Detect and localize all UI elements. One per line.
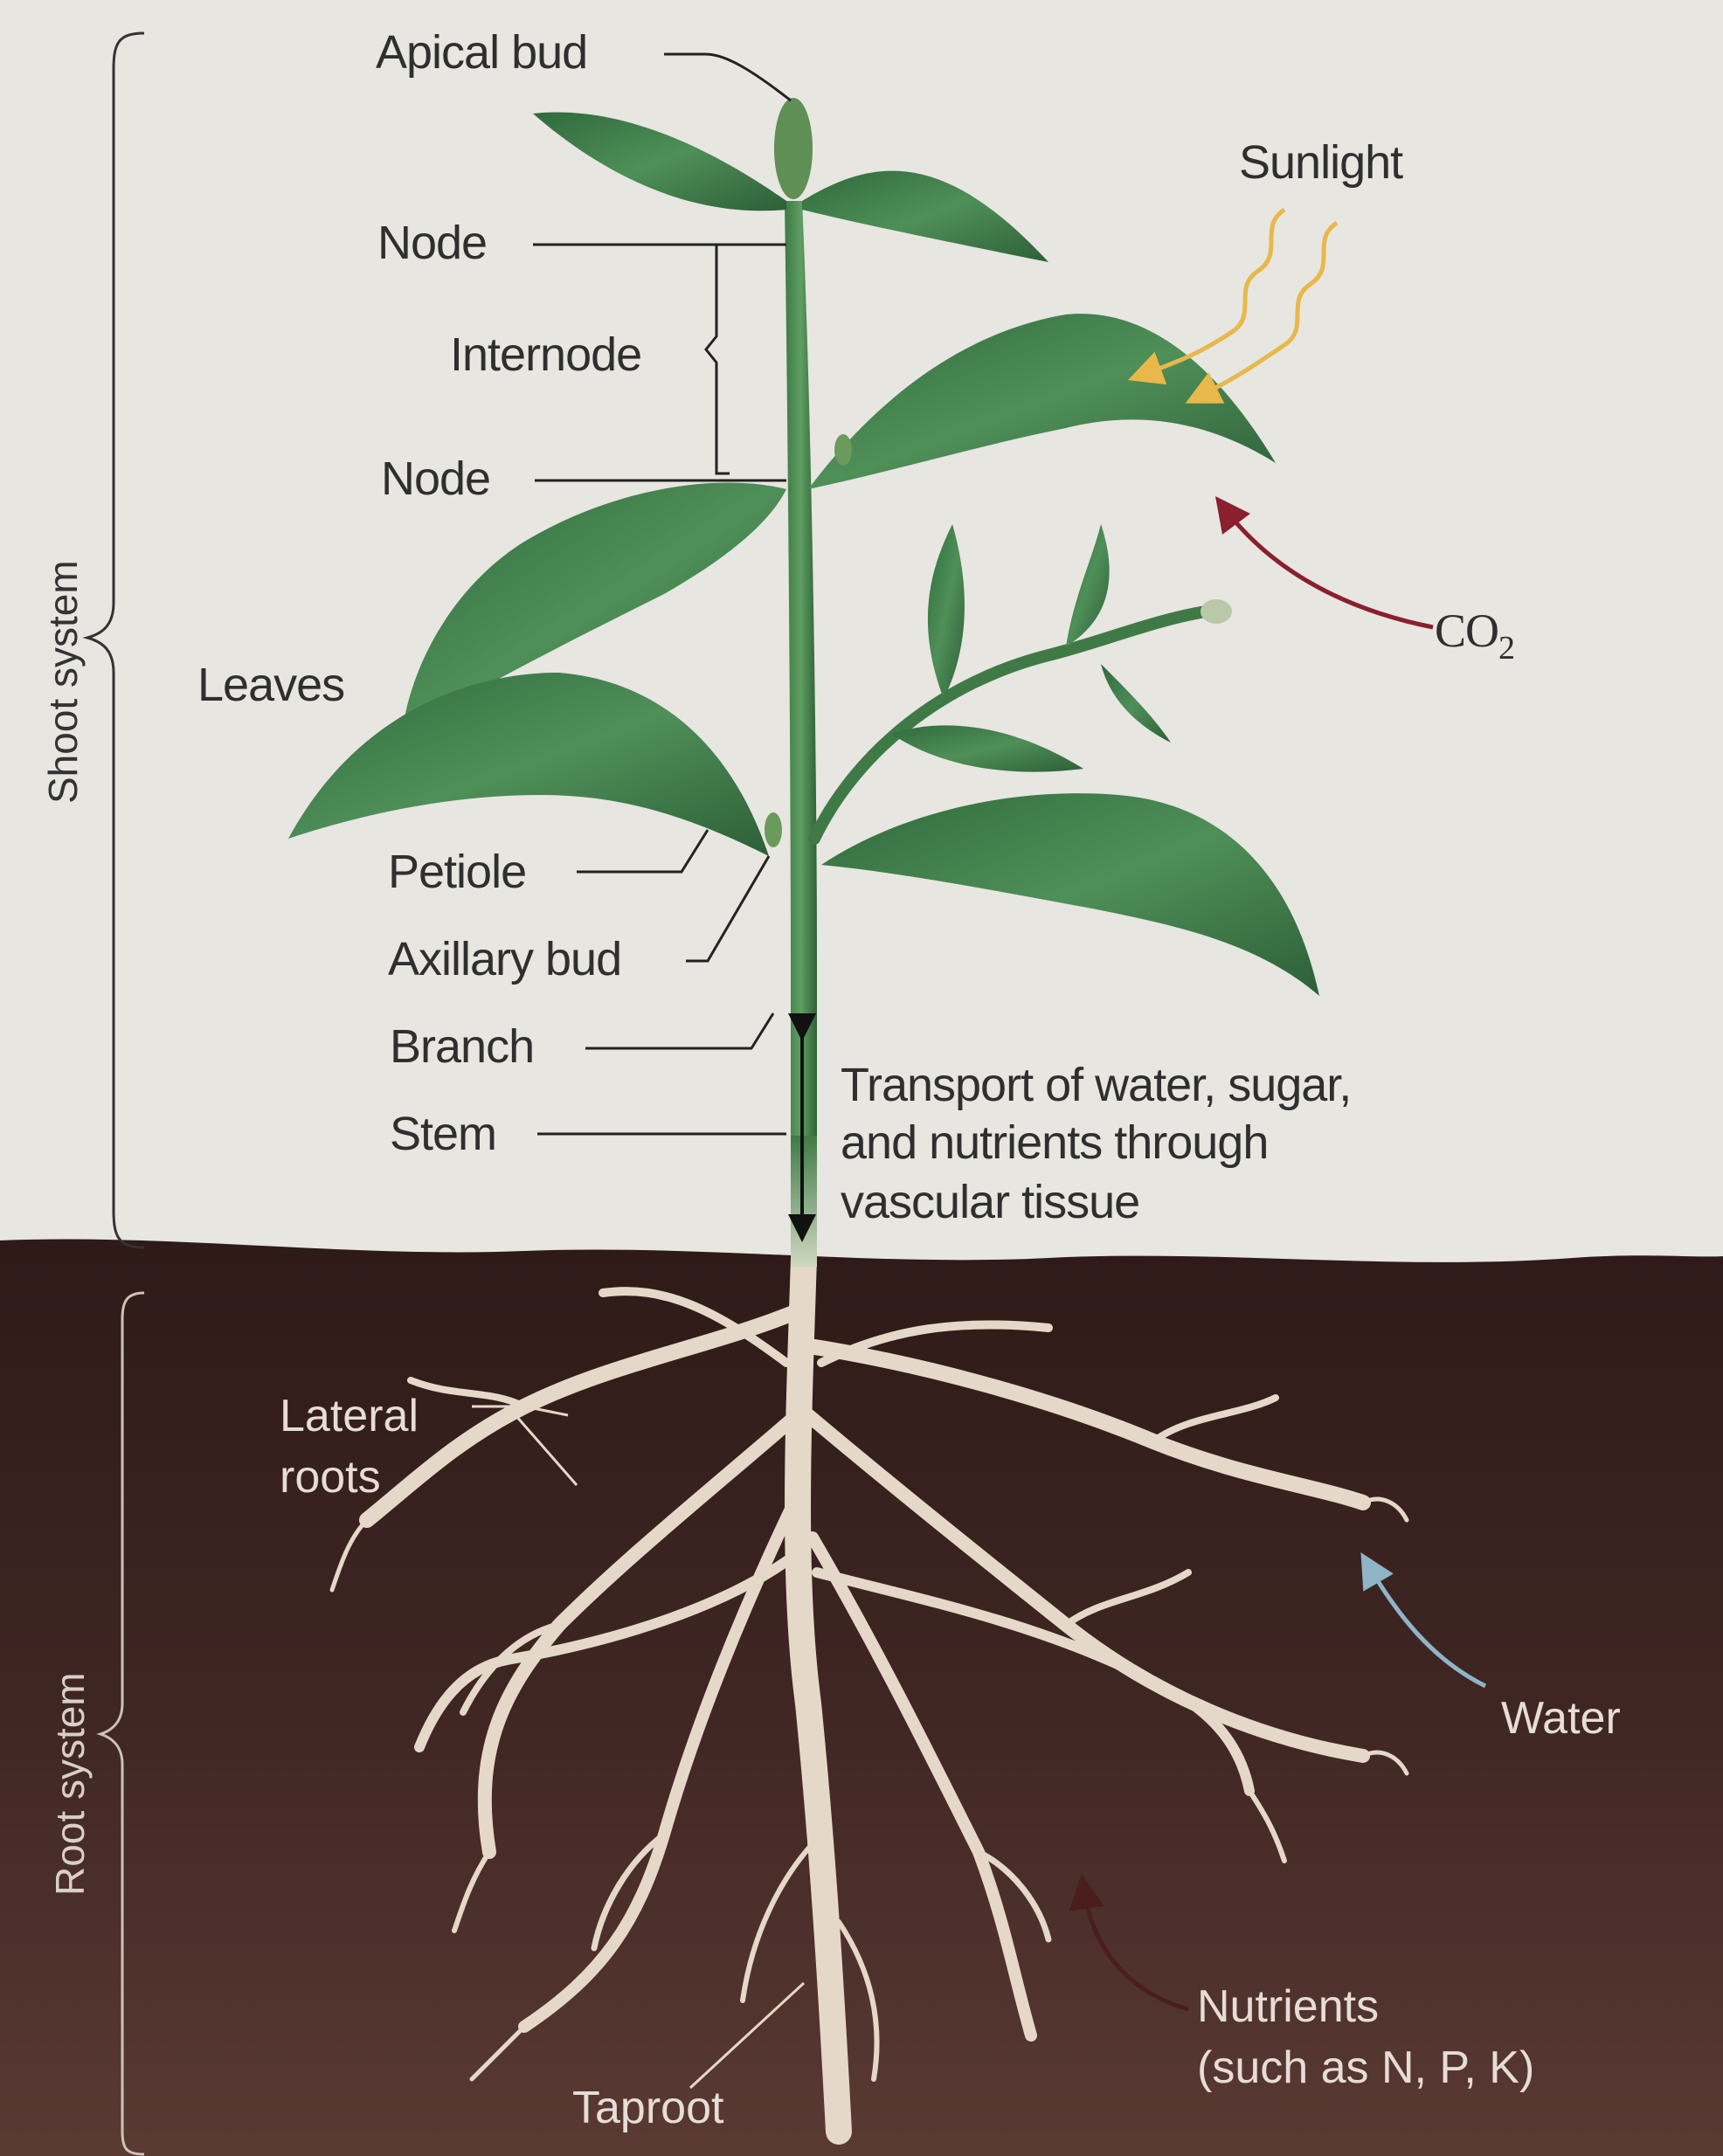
taproot-label: Taproot <box>572 2083 724 2133</box>
co2-arrow <box>1214 496 1434 630</box>
internode-label: Internode <box>450 328 641 381</box>
petiole-label: Petiole <box>388 846 526 898</box>
svg-text:and nutrients through: and nutrients through <box>841 1116 1268 1169</box>
node-top-label: Node <box>377 217 487 269</box>
root-system-brace <box>96 1291 145 2156</box>
branch-drawing <box>808 605 1212 845</box>
water-arrow <box>1360 1552 1487 1689</box>
svg-text:Nutrients: Nutrients <box>1197 1981 1379 2032</box>
branch-tip-bud <box>1201 599 1232 624</box>
leaves-label: Leaves <box>197 659 344 711</box>
leader-lines <box>533 52 792 1136</box>
branch-label: Branch <box>390 1020 534 1073</box>
axillary-bud-label: Axillary bud <box>388 933 621 985</box>
nutrients-label: Nutrients (such as N, P, K) <box>1197 1981 1534 2093</box>
shoot-system-label: Shoot system <box>40 560 86 804</box>
sunlight-arrows <box>1127 207 1339 404</box>
lateral-roots-label: Lateral roots <box>280 1391 419 1503</box>
stem-label: Stem <box>390 1108 496 1160</box>
node-bottom-label: Node <box>381 453 490 505</box>
apical-bud-label: Apical bud <box>376 26 587 79</box>
root-system-drawing <box>329 1245 1409 2145</box>
svg-text:(such as N, P, K): (such as N, P, K) <box>1197 2042 1534 2093</box>
svg-text:roots: roots <box>280 1452 381 1503</box>
co2-label: CO2 <box>1435 605 1514 667</box>
svg-text:Lateral: Lateral <box>280 1391 419 1441</box>
nutrients-arrow <box>1069 1874 1189 2012</box>
svg-text:Transport of water, sugar,: Transport of water, sugar, <box>841 1059 1351 1111</box>
stem-drawing <box>785 201 817 1258</box>
water-label: Water <box>1501 1693 1621 1744</box>
root-leader-lines <box>472 1405 806 2090</box>
sunlight-label: Sunlight <box>1239 136 1403 189</box>
soil <box>0 1239 1723 2156</box>
svg-text:vascular tissue: vascular tissue <box>841 1176 1139 1228</box>
transport-label: Transport of water, sugar, and nutrients… <box>841 1059 1352 1228</box>
root-system-label: Root system <box>47 1672 93 1896</box>
shoot-system-brace <box>82 31 145 1249</box>
